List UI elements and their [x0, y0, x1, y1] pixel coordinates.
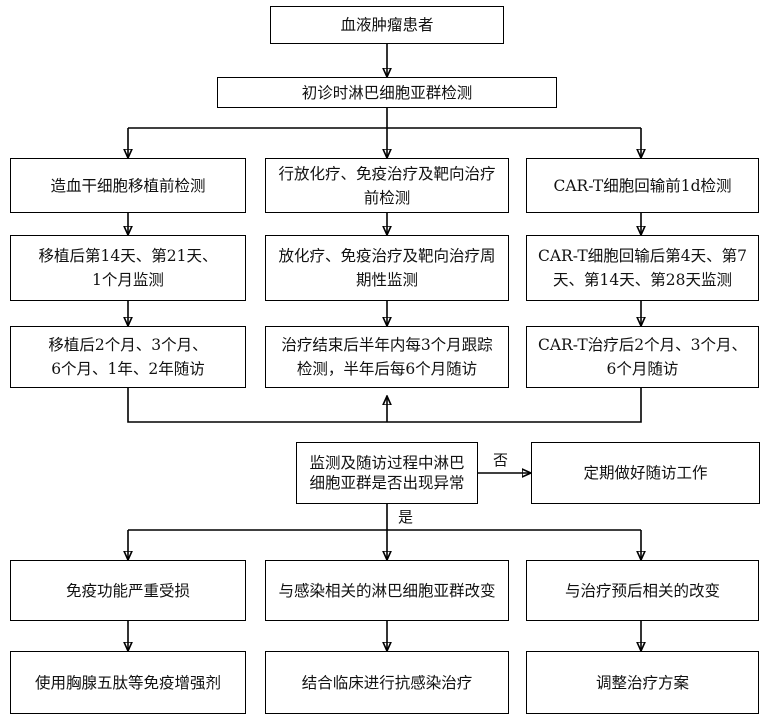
node-post-transplant-monitor: 移植后第14天、第21天、 1个月监测	[10, 235, 246, 301]
node-immune-damage: 免疫功能严重受损	[10, 560, 246, 621]
node-transplant-followup: 移植后2个月、3个月、 6个月、1年、2年随访	[10, 326, 246, 388]
node-post-cart-monitor: CAR-T细胞回输后第4天、第7天、第14天、第28天监测	[526, 235, 759, 301]
edge-label-no: 否	[493, 451, 509, 469]
node-pre-therapy: 行放化疗、免疫治疗及靶向治疗前检测	[265, 158, 509, 213]
merge-connector	[127, 388, 642, 423]
node-adjust-plan: 调整治疗方案	[526, 651, 759, 714]
node-cart-followup: CAR-T治疗后2个月、3个月、 6个月随访	[526, 326, 759, 388]
node-therapy-periodic: 放化疗、免疫治疗及靶向治疗周期性监测	[265, 235, 509, 301]
node-routine-followup: 定期做好随访工作	[531, 442, 760, 504]
node-initial-test: 初诊时淋巴细胞亚群检测	[217, 77, 557, 108]
edge-label-yes: 是	[398, 508, 414, 526]
branch-connector-bottom	[128, 504, 641, 531]
node-prognosis-change: 与治疗预后相关的改变	[526, 560, 759, 621]
node-infection-change: 与感染相关的淋巴细胞亚群改变	[265, 560, 509, 621]
node-therapy-followup: 治疗结束后半年内每3个月跟踪检测，半年后每6个月随访	[265, 326, 509, 388]
node-anti-infection: 结合临床进行抗感染治疗	[265, 651, 509, 714]
node-pre-transplant: 造血干细胞移植前检测	[10, 158, 246, 213]
branch-connector-top	[128, 108, 641, 129]
node-thymosin: 使用胸腺五肽等免疫增强剂	[10, 651, 246, 714]
node-decision: 监测及随访过程中淋巴细胞亚群是否出现异常	[296, 442, 478, 504]
node-patients: 血液肿瘤患者	[270, 6, 504, 44]
node-pre-cart: CAR-T细胞回输前1d检测	[526, 158, 759, 213]
